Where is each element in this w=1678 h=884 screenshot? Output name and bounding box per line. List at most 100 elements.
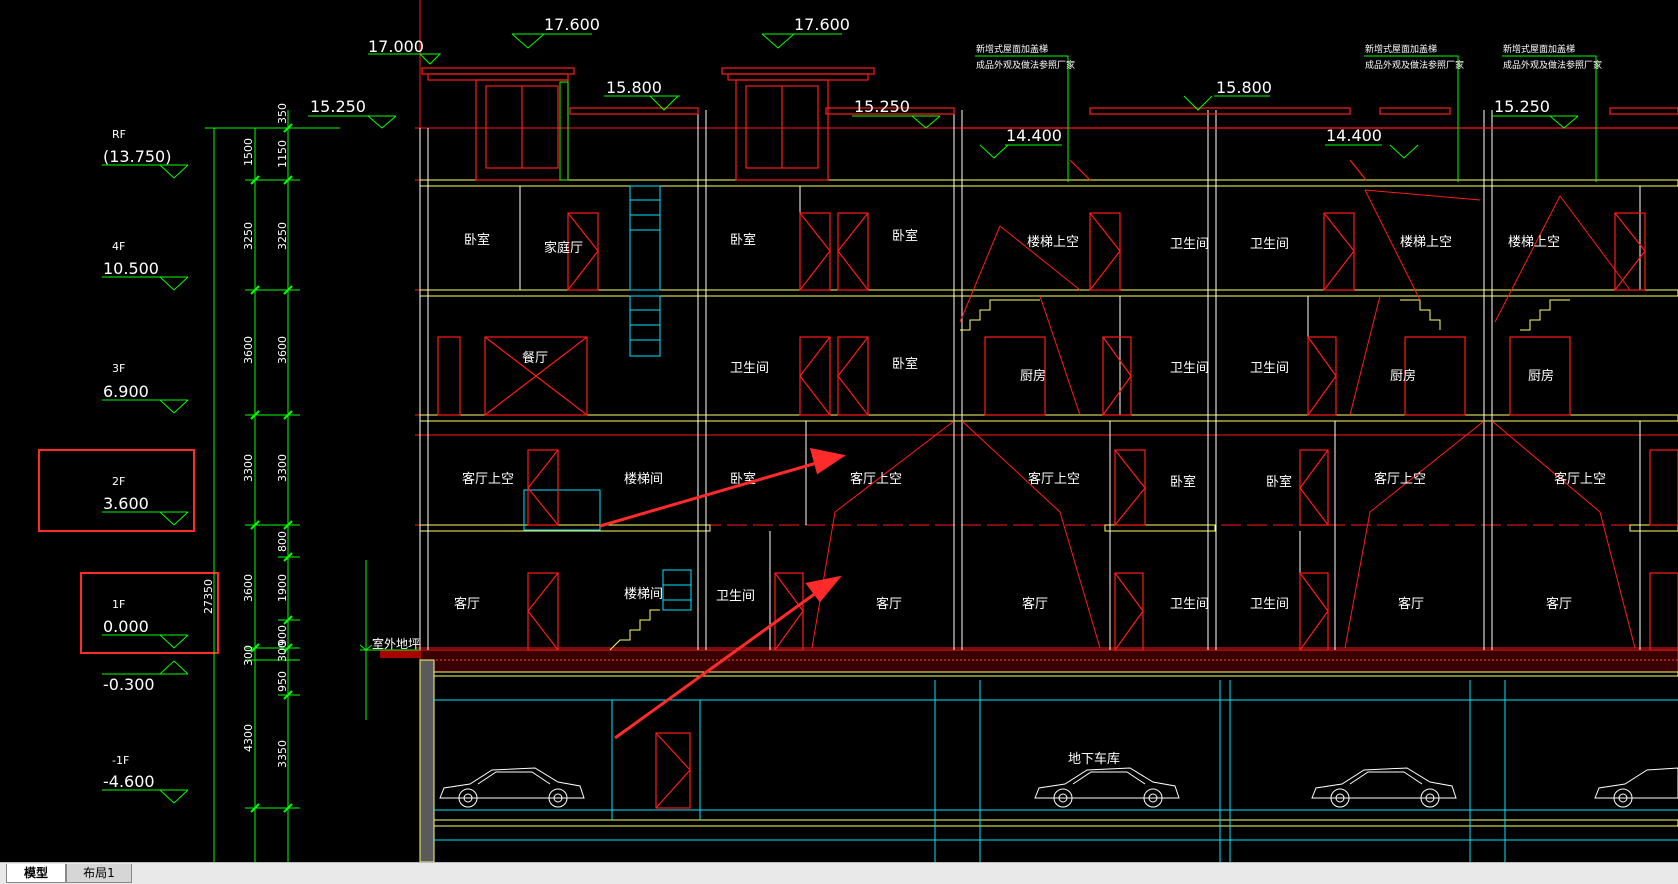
svg-text:卧室: 卧室	[464, 232, 490, 248]
svg-text:卫生间: 卫生间	[1170, 597, 1209, 612]
tab-model[interactable]: 模型	[6, 864, 66, 883]
note-text: 新增式屋面加盖梯 成品外观及做法参照厂家 新增式屋面加盖梯 成品外观及做法参照厂…	[976, 43, 1602, 71]
svg-text:楼梯上空: 楼梯上空	[1027, 235, 1079, 250]
svg-text:3600: 3600	[276, 336, 289, 364]
svg-text:17.600: 17.600	[544, 15, 600, 34]
elevation-markers	[102, 164, 189, 804]
svg-text:卧室: 卧室	[892, 356, 918, 372]
svg-text:新增式屋面加盖梯: 新增式屋面加盖梯	[976, 43, 1048, 55]
annotation-arrows	[599, 448, 846, 740]
svg-text:地下车库: 地下车库	[1068, 751, 1120, 767]
basement-wall	[419, 659, 435, 863]
void-lines	[811, 189, 1636, 649]
dimension-text-inner: 350 1150 3250 3600 3300 800 1900 900 300…	[276, 103, 289, 768]
svg-text:卫生间: 卫生间	[730, 361, 769, 376]
note-leaders	[975, 55, 1597, 182]
stairs	[523, 185, 692, 611]
svg-text:新增式屋面加盖梯: 新增式屋面加盖梯	[1503, 43, 1575, 55]
svg-text:楼梯间: 楼梯间	[624, 472, 663, 487]
svg-text:950: 950	[276, 671, 289, 692]
roof-level-markers	[308, 33, 1579, 159]
elev-floor-2f: 2F	[112, 475, 125, 488]
svg-text:17.600: 17.600	[794, 15, 850, 34]
svg-text:卧室: 卧室	[730, 232, 756, 248]
svg-text:新增式屋面加盖梯: 新增式屋面加盖梯	[1365, 43, 1437, 55]
dimension-text-outer: 1500 3250 3600 3300 3600 300 4300 27350	[202, 138, 255, 752]
elevation-values: (13.750) 10.500 6.900 3.600 0.000 -0.300…	[103, 147, 171, 791]
svg-text:3600: 3600	[242, 574, 255, 602]
highlight-box-1f	[80, 572, 219, 654]
svg-text:17.000: 17.000	[368, 37, 424, 56]
garage-grid	[434, 680, 1678, 862]
svg-text:300: 300	[276, 641, 289, 662]
elev-value-2f: 3.600	[103, 494, 149, 513]
elev-floor-3f: 3F	[112, 362, 125, 375]
cad-drawing-canvas[interactable]: RF 4F 3F 2F 1F -1F (13.750) 10.500 6.900…	[0, 0, 1678, 863]
ground-slab	[419, 649, 1678, 673]
tab-layout1[interactable]: 布局1	[66, 864, 132, 883]
svg-text:成品外观及做法参照厂家: 成品外观及做法参照厂家	[1365, 59, 1464, 71]
svg-text:卫生间: 卫生间	[1250, 597, 1289, 612]
roof-level-text: 17.000 17.600 17.600 15.800 15.800 15.25…	[310, 15, 1550, 145]
svg-text:卫生间: 卫生间	[1250, 237, 1289, 252]
elev-value-outdoor: -0.300	[103, 675, 155, 694]
svg-text:客厅: 客厅	[1022, 596, 1048, 612]
svg-text:卧室: 卧室	[1170, 474, 1196, 490]
svg-text:4300: 4300	[242, 724, 255, 752]
svg-text:15.250: 15.250	[310, 97, 366, 116]
svg-text:楼梯上空: 楼梯上空	[1400, 235, 1452, 250]
svg-text:300: 300	[242, 645, 255, 666]
svg-text:3350: 3350	[276, 740, 289, 768]
svg-text:15.800: 15.800	[1216, 78, 1272, 97]
elev-value-4f: 10.500	[103, 259, 159, 278]
elev-floor-4f: 4F	[112, 240, 125, 253]
svg-text:卧室: 卧室	[892, 228, 918, 244]
svg-text:客厅上空: 客厅上空	[1554, 471, 1606, 487]
svg-text:客厅上空: 客厅上空	[462, 471, 514, 487]
dim-total: 27350	[202, 579, 215, 614]
elev-floor-1f: 1F	[112, 598, 125, 611]
svg-text:家庭厅: 家庭厅	[544, 240, 583, 256]
highlight-box-2f	[38, 449, 195, 532]
outdoor-ground-label: 室外地坪	[372, 636, 420, 651]
layout-tab-bar: 模型 布局1	[0, 862, 1678, 884]
svg-text:客厅: 客厅	[876, 596, 902, 612]
svg-text:客厅: 客厅	[454, 596, 480, 612]
svg-text:14.400: 14.400	[1326, 126, 1382, 145]
svg-text:1150: 1150	[276, 140, 289, 168]
svg-text:厨房: 厨房	[1528, 368, 1554, 384]
svg-text:卫生间: 卫生间	[1250, 361, 1289, 376]
svg-text:楼梯上空: 楼梯上空	[1508, 235, 1560, 250]
svg-text:1900: 1900	[276, 574, 289, 602]
svg-text:卫生间: 卫生间	[716, 589, 755, 604]
roof-pavilions	[421, 67, 1678, 181]
svg-text:3300: 3300	[242, 454, 255, 482]
svg-text:1500: 1500	[242, 138, 255, 166]
svg-text:350: 350	[276, 103, 289, 124]
svg-text:卫生间: 卫生间	[1170, 361, 1209, 376]
elev-value-1f: 0.000	[103, 617, 149, 636]
svg-text:成品外观及做法参照厂家: 成品外观及做法参照厂家	[1503, 59, 1602, 71]
svg-text:3600: 3600	[242, 336, 255, 364]
svg-text:15.250: 15.250	[1494, 97, 1550, 116]
svg-text:成品外观及做法参照厂家: 成品外观及做法参照厂家	[976, 59, 1075, 71]
svg-text:15.250: 15.250	[854, 97, 910, 116]
svg-text:楼梯间: 楼梯间	[624, 587, 663, 602]
svg-text:900: 900	[276, 625, 289, 646]
svg-text:客厅: 客厅	[1398, 596, 1424, 612]
svg-text:客厅上空: 客厅上空	[1374, 471, 1426, 487]
svg-text:3250: 3250	[242, 222, 255, 250]
elev-floor-rf: RF	[112, 128, 126, 141]
svg-text:厨房: 厨房	[1390, 368, 1416, 384]
room-labels: 卧室 家庭厅 卧室 卧室 楼梯上空 卫生间 卫生间 楼梯上空 楼梯上空 餐厅 卫…	[454, 228, 1606, 767]
svg-text:14.400: 14.400	[1006, 126, 1062, 145]
garage-cars	[439, 767, 1678, 808]
elev-value-3f: 6.900	[103, 382, 149, 401]
svg-text:15.800: 15.800	[606, 78, 662, 97]
svg-text:卧室: 卧室	[1266, 474, 1292, 490]
svg-text:餐厅: 餐厅	[522, 350, 548, 366]
svg-text:3300: 3300	[276, 454, 289, 482]
svg-text:客厅: 客厅	[1546, 596, 1572, 612]
svg-text:800: 800	[276, 531, 289, 552]
elev-floor-b1: -1F	[112, 754, 129, 767]
